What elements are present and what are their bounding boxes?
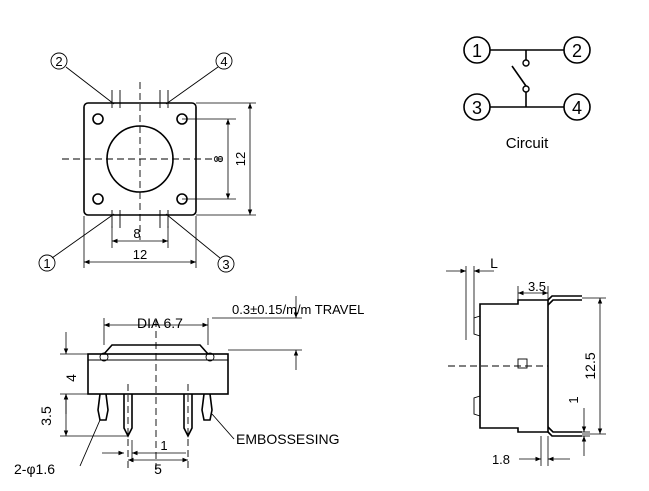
dim-outer-width: 12 <box>133 247 147 262</box>
front-view: DIA 6.7 0.3±0.15/m/m TRAVEL 4 3.5 2-φ1.6… <box>14 296 364 477</box>
dim-lead-length: 3.5 <box>38 406 54 426</box>
dim-L: L <box>490 255 498 271</box>
side-view: L 3.5 12.5 1 1.8 <box>446 255 606 467</box>
dim-inner-height: 8 <box>211 155 226 162</box>
pin-label: 1 <box>43 256 50 271</box>
dim-side-width: 3.5 <box>528 279 546 294</box>
dim-body-height: 4 <box>63 374 79 382</box>
switch-contact <box>511 65 527 87</box>
circuit-pin-label: 4 <box>572 98 582 118</box>
dim-actuator-diameter: DIA 6.7 <box>137 315 183 331</box>
pin-label-circle <box>217 255 235 273</box>
dim-hole: 2-φ1.6 <box>14 461 55 477</box>
corner-hole <box>92 193 104 205</box>
dim-inner-width: 8 <box>133 226 140 241</box>
circuit-pin-label: 2 <box>572 41 582 61</box>
dim-pitch: 5 <box>154 461 162 477</box>
dim-outer-height: 12 <box>233 152 248 166</box>
dim-side-height: 12.5 <box>582 352 598 379</box>
circuit-diagram: 1 2 3 4 Circuit <box>463 36 591 152</box>
pin-label-circle <box>50 52 68 70</box>
circuit-pin-label: 1 <box>472 41 482 61</box>
emboss-label: EMBOSSESING <box>236 431 339 447</box>
pin-label: 3 <box>222 257 229 272</box>
pin-label-circle <box>38 254 56 272</box>
top-view: 2 4 1 3 8 12 8 12 <box>38 52 256 273</box>
dim-lead-width: 1.8 <box>492 452 510 467</box>
pin-label: 4 <box>220 54 227 69</box>
corner-hole <box>92 113 104 125</box>
circuit-label: Circuit <box>506 135 549 152</box>
circuit-pin-label: 3 <box>472 98 482 118</box>
dim-pitch-small: 1 <box>160 438 167 453</box>
dim-travel: 0.3±0.15/m/m TRAVEL <box>232 302 364 317</box>
dim-lead-thickness: 1 <box>566 396 581 403</box>
switch-body-side <box>87 353 229 395</box>
pin-label-circle <box>215 52 233 70</box>
pin-label: 2 <box>55 54 62 69</box>
